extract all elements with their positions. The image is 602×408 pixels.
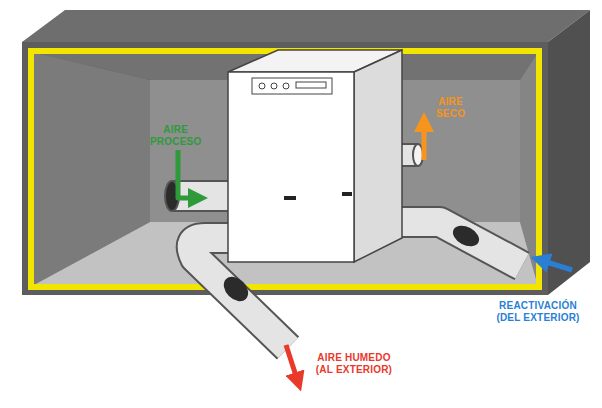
- dehumidifier-unit: [228, 50, 402, 262]
- flow-arrow: [178, 122, 572, 382]
- flow-label: AIRE HUMEDO (AL EXTERIOR): [312, 352, 396, 375]
- room-shell: [22, 10, 590, 295]
- flow-label: AIRE PROCESO: [150, 124, 201, 147]
- flow-label: AIRE SECO: [436, 96, 465, 119]
- flow-label: REACTIVACIÓN (DEL EXTERIOR): [490, 300, 586, 323]
